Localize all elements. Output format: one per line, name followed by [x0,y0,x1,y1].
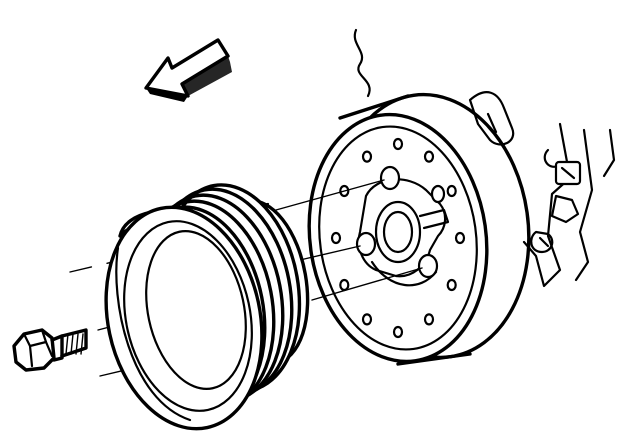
bolt-hole [446,278,457,292]
bolt-hole [339,184,350,198]
bolt-hole [361,150,373,163]
bolt-hole [446,184,457,198]
bolt-hole [423,313,435,326]
harmonic-balancer-icon [307,92,531,366]
bolt-thread [65,333,69,355]
bolt-hole [454,231,466,245]
bolt-thread [75,333,79,355]
bolt-hole [392,137,404,151]
crankshaft-pulley-icon [104,183,310,431]
bolt-thread [70,333,74,355]
bolt-hole [330,231,342,245]
bolt-hole [392,325,404,339]
engine-block-bracket-icon [353,28,616,288]
bolt-icon [12,328,88,372]
bolt-hole [361,313,373,326]
bolt-thread [80,333,84,355]
bolt-hole [423,150,435,163]
direction-arrow-icon [144,38,232,102]
